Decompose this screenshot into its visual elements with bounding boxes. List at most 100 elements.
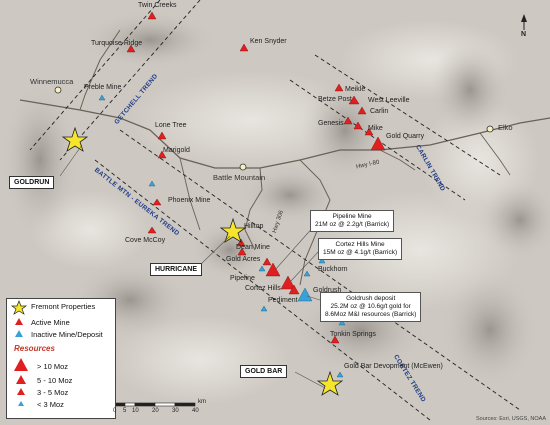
legend-size-3-icon xyxy=(17,388,25,395)
callout-cortez: Cortez Hills Mine 15M oz @ 4.1g/t (Barri… xyxy=(318,238,403,260)
mine-label-cove-mccoy: Cove McCoy xyxy=(125,237,166,244)
scale-tick-20: 20 xyxy=(152,408,159,414)
mine-marker-cortez-hills xyxy=(280,275,296,290)
mine-label-pediment: Pediment xyxy=(268,297,298,304)
legend-size-4-icon xyxy=(18,401,24,406)
mine-marker-twin-creeks xyxy=(147,11,157,20)
callout-goldrush-resource: 25.2M oz @ 10.6g/t gold for xyxy=(330,303,411,310)
mine-label-twin-creeks: Twin Creeks xyxy=(138,2,177,9)
town-label-battle-mountain: Battle Mountain xyxy=(213,173,266,182)
mine-label-genesis: Genesis xyxy=(318,120,344,127)
inactive-marker-goldrush xyxy=(297,287,313,302)
callout-goldrush-mi: 8.6Moz M&I resources (Barrick) xyxy=(325,311,417,318)
mine-marker-gold-acres xyxy=(262,257,272,266)
property-star-hurricane xyxy=(219,217,247,243)
mine-marker-dean-mine xyxy=(237,247,247,256)
scale-tick-5: 5 xyxy=(123,408,127,414)
legend-r3: 3 - 5 Moz xyxy=(37,388,69,397)
legend-r1: > 10 Moz xyxy=(37,362,69,371)
mine-label-mike: Mike xyxy=(368,125,383,132)
callout-pipeline-title: Pipeline Mine xyxy=(332,213,372,220)
legend-star-icon xyxy=(10,300,28,315)
property-star-gold-bar xyxy=(316,370,344,396)
legend-r2: 5 - 10 Moz xyxy=(37,376,73,385)
scale-bar xyxy=(114,402,196,407)
mine-label-gold-bar-dev: Gold Bar Devopment (McEwen) xyxy=(344,363,443,370)
legend-active: Active Mine xyxy=(31,318,70,327)
mine-label-betze-post: Betze Post xyxy=(318,96,352,103)
inactive-marker-4 xyxy=(336,371,344,378)
scale-tick-40: 40 xyxy=(192,408,199,414)
town-label-winnemucca: Winnemucca xyxy=(30,77,74,86)
mine-label-hilltop: Hilltop xyxy=(244,223,264,230)
mine-marker-meikle xyxy=(334,83,344,92)
legend-fremont: Fremont Properties xyxy=(31,302,96,311)
legend-r4: < 3 Moz xyxy=(37,400,64,409)
legend-symbols xyxy=(10,300,28,406)
legend-resources-header: Resources xyxy=(14,344,55,353)
north-arrow-icon xyxy=(521,14,527,30)
mine-marker-mike xyxy=(364,127,374,136)
mine-marker-carlin xyxy=(343,116,353,125)
town-marker-elko xyxy=(486,125,494,133)
north-label: N xyxy=(521,31,527,38)
mine-label-phoenix: Phoenix Mine xyxy=(168,197,211,204)
callout-cortez-resource: 15M oz @ 4.1g/t (Barrick) xyxy=(323,249,398,256)
mine-label-buckhorn: Buckhorn xyxy=(318,266,348,273)
mine-marker-gold-quarry xyxy=(370,136,386,151)
mine-marker-betze-post xyxy=(348,95,360,105)
mine-marker-phoenix xyxy=(152,198,162,206)
legend-size-2-icon xyxy=(16,375,26,384)
property-star-goldrun xyxy=(61,126,89,152)
property-label-goldrun[interactable]: GOLDRUN xyxy=(9,176,55,189)
callout-pipeline-resource: 21M oz @ 2.2g/t (Barrick) xyxy=(315,221,390,228)
mine-label-dean: Dean Mine xyxy=(236,244,270,251)
callout-goldrush: Goldrush deposit 25.2M oz @ 10.6g/t gold… xyxy=(320,292,422,322)
mine-label-gold-acres: Gold Acres xyxy=(226,256,261,263)
property-label-hurricane[interactable]: HURRICANE xyxy=(150,263,202,276)
mine-label-turquoise-ridge: Turquoise Ridge xyxy=(91,40,143,47)
mine-marker-west-leeville xyxy=(357,106,367,115)
mine-marker-pipeline xyxy=(265,262,281,277)
map-source: Sources: Esri, USGS, NOAA xyxy=(476,416,546,422)
inactive-marker-preble xyxy=(98,94,106,101)
inactive-marker-3 xyxy=(303,270,311,277)
legend-inactive-mine-icon xyxy=(15,330,23,337)
callout-goldrush-title: Goldrush deposit xyxy=(346,295,396,302)
mine-label-tonkin: Tonkin Springs xyxy=(330,331,376,338)
property-label-gold-bar[interactable]: GOLD BAR xyxy=(240,365,288,378)
legend-active-mine-icon xyxy=(15,318,23,325)
scale-tick-0: 0 xyxy=(113,408,117,414)
mine-label-gold-quarry: Gold Quarry xyxy=(386,133,425,140)
mine-marker-pediment xyxy=(288,284,300,295)
mine-marker-genesis xyxy=(353,121,363,130)
inactive-marker-buckhorn xyxy=(318,257,326,264)
inactive-marker-1 xyxy=(148,180,156,187)
map-legend: Fremont Properties Active Mine Inactive … xyxy=(6,298,116,419)
town-marker-battle-mountain xyxy=(239,163,247,171)
mine-label-marigold: Marigold xyxy=(163,147,190,154)
inactive-marker-tonkin xyxy=(338,319,346,326)
mine-label-carlin: Carlin xyxy=(370,108,389,115)
inactive-marker-5 xyxy=(260,305,268,312)
scale-tick-10: 10 xyxy=(132,408,139,414)
mine-marker-lone-tree xyxy=(157,131,167,140)
callout-pipeline: Pipeline Mine 21M oz @ 2.2g/t (Barrick) xyxy=(310,210,395,232)
mine-label-west-leeville: West Leeville xyxy=(368,97,410,104)
mine-marker-turquoise-ridge xyxy=(126,44,136,53)
mine-label-lone-tree: Lone Tree xyxy=(155,122,187,129)
scale-tick-30: 30 xyxy=(172,408,179,414)
callout-cortez-title: Cortez Hills Mine xyxy=(335,241,385,248)
town-marker-winnemucca xyxy=(54,86,62,94)
mine-marker-cove-mccoy xyxy=(147,226,157,234)
mine-label-cortez-hills: Cortez Hills xyxy=(245,285,281,292)
mine-marker-marigold xyxy=(157,150,167,159)
town-label-elko: Elko xyxy=(498,123,513,132)
legend-size-1-icon xyxy=(14,358,28,371)
mine-marker-ken-snyder xyxy=(239,43,249,52)
mine-label-goldrush: Goldrush xyxy=(313,287,342,294)
inactive-marker-2 xyxy=(258,265,266,272)
mine-marker-gold-bar-dev xyxy=(330,335,340,344)
